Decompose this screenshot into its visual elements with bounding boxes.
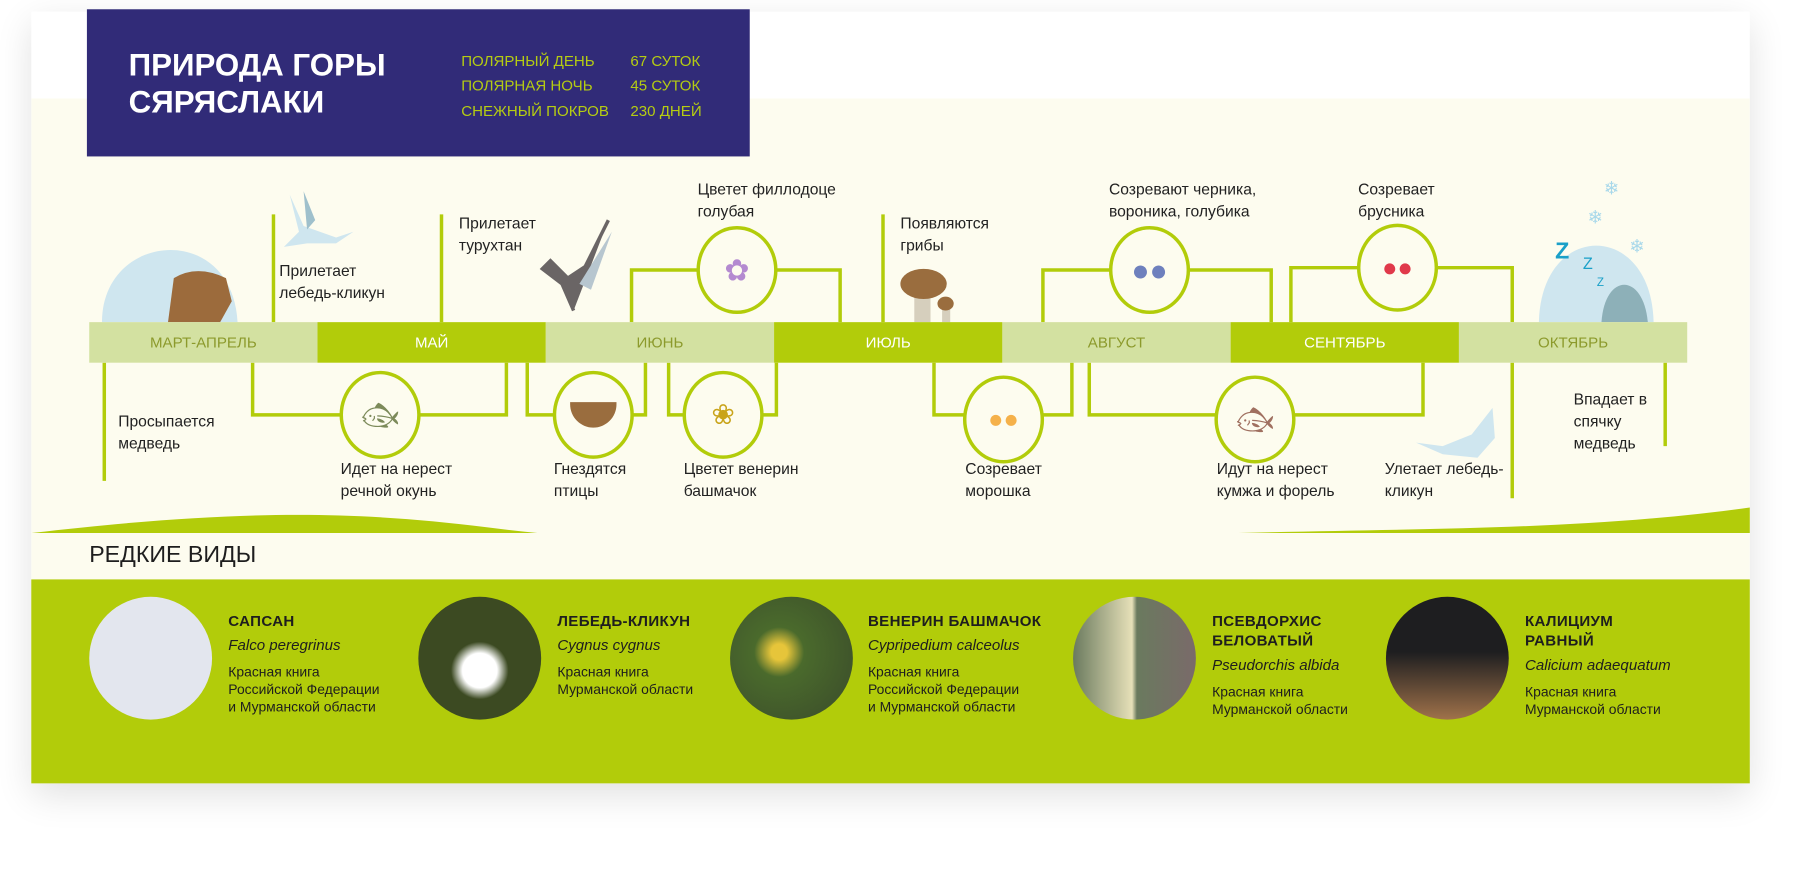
species-status: Красная книга Мурманской области xyxy=(1524,683,1661,718)
event-birds-nest: Гнездятся птицы xyxy=(553,460,627,500)
title-line: ПРИРОДА ГОРЫ xyxy=(128,47,386,83)
stat-label: СНЕЖНЫЙ ПОКРОВ xyxy=(461,101,609,120)
rare-species-title: РЕДКИЕ ВИДЫ xyxy=(89,542,257,568)
svg-text:Z: Z xyxy=(1597,277,1604,289)
swan-leaving-icon xyxy=(1416,407,1495,458)
lingonberry-icon: ●● xyxy=(1356,223,1439,312)
species-latin: Pseudorchis albida xyxy=(1212,655,1340,674)
species-name: ВЕНЕРИН БАШМАЧОК xyxy=(867,611,1042,630)
event-ruff-arrives: Прилетает турухтан xyxy=(458,214,536,254)
cloudberry-icon: ●● xyxy=(962,375,1045,464)
event-trout-spawn: Идут на нерест кумжа и форель xyxy=(1216,460,1335,500)
event-bear-wakes: Просыпается медведь xyxy=(118,412,215,452)
species-name: ПСЕВДОРХИС БЕЛОВАТЫЙ xyxy=(1212,611,1322,649)
mushroom-icon xyxy=(900,268,954,323)
month-september: СЕНТЯБРЬ xyxy=(1230,322,1459,363)
peregrine-falcon-photo xyxy=(89,596,213,720)
species-latin: Cygnus cygnus xyxy=(557,636,661,654)
stat-label: ПОЛЯРНЫЙ ДЕНЬ xyxy=(461,52,595,70)
perch-fish-icon: 🐟︎ xyxy=(339,370,421,459)
lady-slipper-icon: ❀ xyxy=(682,370,764,459)
swan-icon xyxy=(283,191,354,247)
ruff-bird-icon xyxy=(539,219,612,312)
event-swan-arrives: Прилетает лебедь-кликун xyxy=(279,261,385,302)
snowflake-icon: ❄ xyxy=(1604,178,1620,199)
svg-text:Z: Z xyxy=(1583,255,1593,273)
event-swan-leaves: Улетает лебедь-кликун xyxy=(1384,460,1504,500)
species-name: КАЛИЦИУМ РАВНЫЙ xyxy=(1524,611,1614,649)
event-berries: Созревают черника, вороника, голубика xyxy=(1108,180,1257,221)
timeline-connectors: ZZZ ❄❄❄ xyxy=(31,178,1750,534)
stat-value: 45 СУТОК xyxy=(630,76,701,94)
stat-value: 67 СУТОК xyxy=(630,52,701,70)
event-mushrooms: Появляются грибы xyxy=(900,214,990,254)
bird-nest-icon xyxy=(552,370,634,459)
event-perch-spawn: Идет на нерест речной окунь xyxy=(340,460,453,500)
title-line: СЯРЯСЛАКИ xyxy=(128,84,325,120)
whooper-swan-photo xyxy=(418,596,542,720)
species-status: Красная книга Российской Федерации и Мур… xyxy=(228,663,380,715)
species-name: САПСАН xyxy=(228,611,295,630)
lady-slipper-photo xyxy=(730,596,853,720)
blueberry-icon: ●● xyxy=(1108,225,1191,315)
species-latin: Falco peregrinus xyxy=(228,636,341,654)
species-latin: Cypripedium calceolus xyxy=(867,636,1020,654)
stat-label: ПОЛЯРНАЯ НОЧЬ xyxy=(461,76,593,94)
month-march-april: МАРТ-АПРЕЛЬ xyxy=(89,322,318,363)
species-status: Красная книга Российской Федерации и Мур… xyxy=(867,663,1020,715)
event-lady-slipper: Цветет венерин башмачок xyxy=(683,460,799,500)
month-august: АВГУСТ xyxy=(1002,322,1231,363)
event-phyllodoce: Цветет филлодоце голубая xyxy=(697,180,836,221)
snowflake-icon: ❄ xyxy=(1588,207,1604,228)
bear-cave-icon xyxy=(101,249,238,323)
species-status: Красная книга Мурманской области xyxy=(1212,683,1348,718)
month-june: ИЮНЬ xyxy=(545,322,775,363)
trout-fish-icon: 🐟︎ xyxy=(1214,375,1296,464)
calicium-photo xyxy=(1385,596,1509,720)
pseudorchis-photo xyxy=(1073,596,1196,720)
snowflake-icon: ❄ xyxy=(1629,236,1645,257)
event-cloudberry: Созревает морошка xyxy=(965,460,1042,500)
stat-value: 230 ДНЕЙ xyxy=(630,101,702,120)
phyllodoce-icon: ✿ xyxy=(696,225,778,315)
bear-den-sleep-icon: ZZZ ❄❄❄ xyxy=(1538,178,1654,323)
svg-text:Z: Z xyxy=(1555,237,1569,263)
species-name: ЛЕБЕДЬ-КЛИКУН xyxy=(557,611,691,630)
species-latin: Calicium adaequatum xyxy=(1524,655,1671,674)
month-october: ОКТЯБРЬ xyxy=(1458,322,1688,363)
month-july: ИЮЛЬ xyxy=(774,322,1003,363)
month-may: МАЙ xyxy=(317,322,546,363)
bottom-green-wave xyxy=(31,507,1750,534)
species-status: Красная книга Мурманской области xyxy=(557,663,694,698)
event-lingonberry: Созревает брусника xyxy=(1358,180,1435,221)
event-bear-sleeps: Впадает в спячку медведь xyxy=(1573,390,1648,452)
